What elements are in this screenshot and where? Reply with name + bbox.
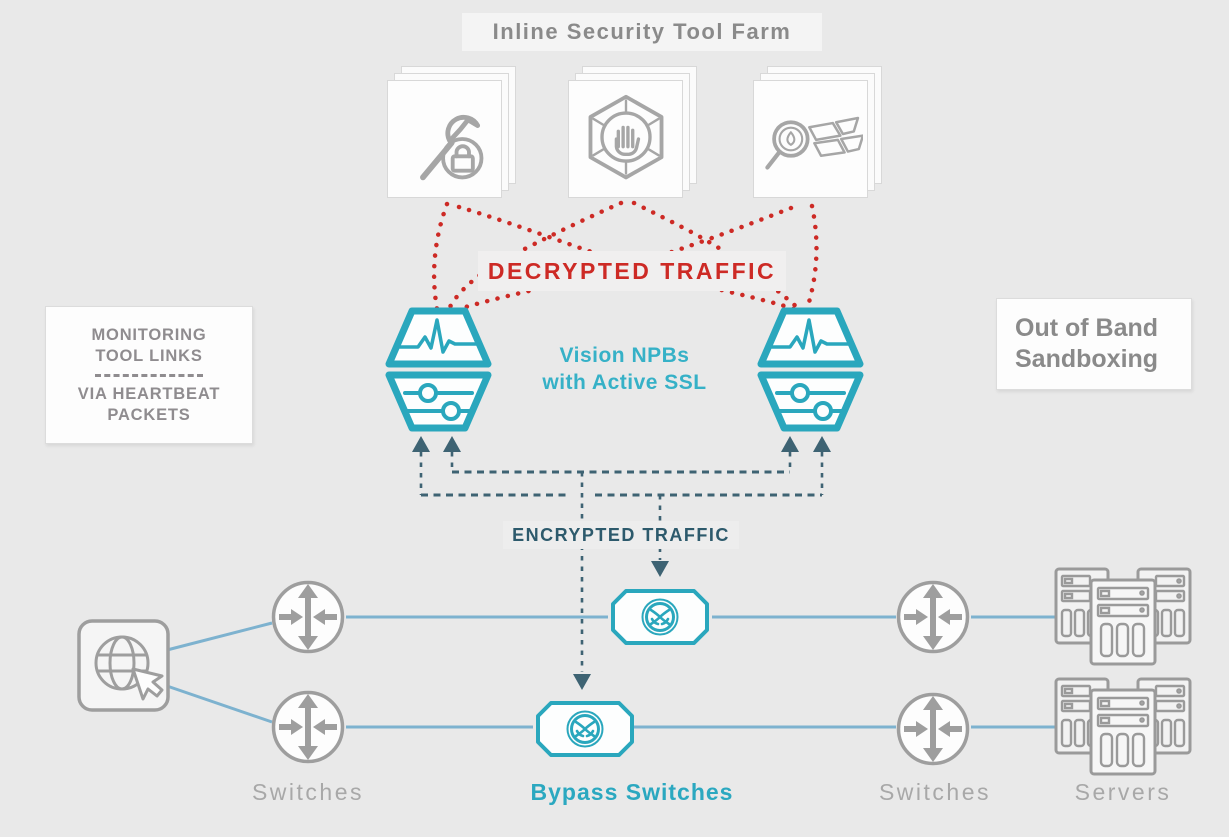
vision-npb-icon-left xyxy=(385,307,492,432)
switch-icon-right-top xyxy=(896,580,970,654)
security-tool-card-1 xyxy=(387,66,516,198)
monitoring-line: PACKETS xyxy=(107,405,191,424)
encrypted-traffic-lines xyxy=(412,436,831,690)
encrypted-traffic-label: ENCRYPTED TRAFFIC xyxy=(503,521,739,549)
bypass-switch-icon-bottom xyxy=(536,701,634,757)
oob-line1: Out of Band xyxy=(1015,314,1159,342)
wrench-lock-icon xyxy=(419,114,483,181)
monitoring-line: TOOL LINKS xyxy=(95,346,203,365)
dashed-divider xyxy=(95,373,203,377)
npb-caption-line1: Vision NPBs xyxy=(559,344,690,367)
threat-magnifier-icon xyxy=(764,116,863,170)
hand-shield-hexagon-icon xyxy=(588,94,663,180)
caption-switches-left: Switches xyxy=(251,778,365,805)
npb-caption: Vision NPBs with Active SSL xyxy=(492,341,757,397)
network-links xyxy=(166,615,1057,729)
decrypted-traffic-label: DECRYPTED TRAFFIC xyxy=(478,251,786,291)
switch-icon-right-bottom xyxy=(896,692,970,766)
security-tool-card-2 xyxy=(568,66,697,198)
vision-npb-icon-right xyxy=(757,307,864,432)
caption-switches-right: Switches xyxy=(878,778,992,805)
security-tool-card-3 xyxy=(753,66,882,198)
server-cluster-icon-top xyxy=(1054,567,1192,666)
monitoring-line: VIA HEARTBEAT xyxy=(77,384,221,403)
internet-globe-icon xyxy=(77,619,170,712)
bypass-switch-icon-top xyxy=(611,589,709,645)
caption-bypass-switches: Bypass Switches xyxy=(530,778,734,805)
out-of-band-box: Out of Band Sandboxing xyxy=(996,298,1192,390)
oob-line2: Sandboxing xyxy=(1015,345,1159,373)
caption-servers: Servers xyxy=(1074,778,1172,805)
page-title: Inline Security Tool Farm xyxy=(462,13,822,51)
npb-caption-line2: with Active SSL xyxy=(542,371,707,394)
monitoring-note-box: MONITORING TOOL LINKS VIA HEARTBEAT PACK… xyxy=(45,306,253,444)
server-cluster-icon-bottom xyxy=(1054,677,1192,776)
monitoring-line: MONITORING xyxy=(91,325,207,344)
switch-icon-left-bottom xyxy=(271,690,345,764)
switch-icon-left-top xyxy=(271,580,345,654)
